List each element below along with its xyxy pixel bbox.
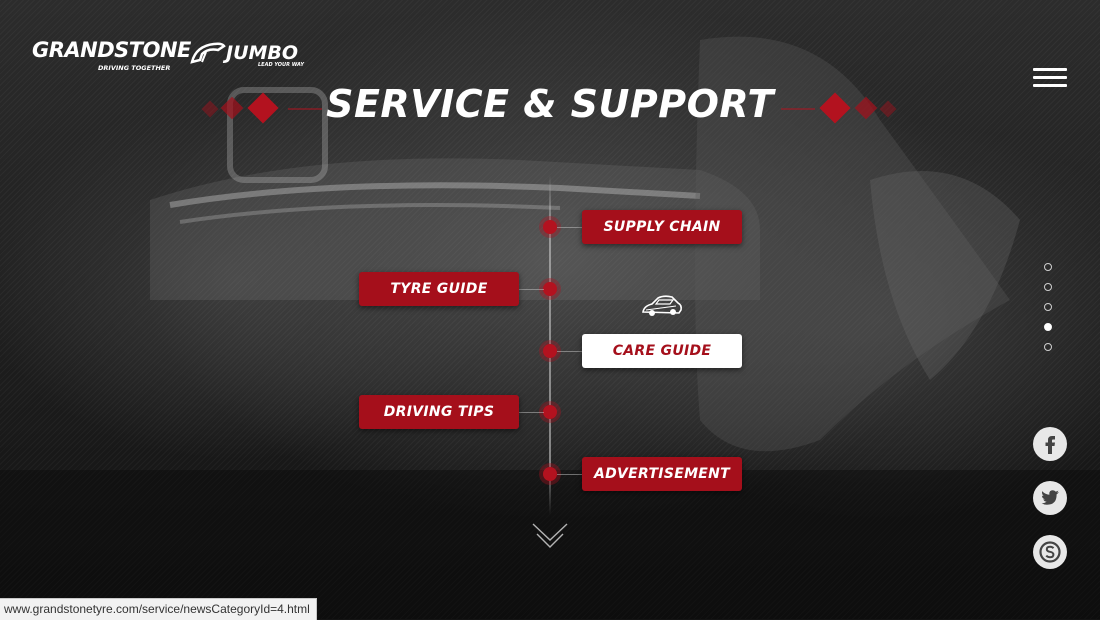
twitter-icon — [1041, 490, 1059, 505]
jumbo-logo[interactable]: JUMBO LEAD YOUR WAY — [190, 38, 315, 74]
page-dot[interactable] — [1044, 343, 1052, 351]
nav-care-guide-button[interactable]: CARE GUIDE — [582, 334, 742, 368]
grandstone-logo[interactable]: GRANDSTONE DRIVING TOGETHER — [32, 38, 191, 74]
timeline-node — [543, 405, 557, 419]
title-left-diamonds-icon — [201, 92, 322, 124]
page-dot[interactable] — [1044, 283, 1052, 291]
jumbo-tagline: LEAD YOUR WAY — [258, 62, 304, 68]
nav-tyre-guide-button[interactable]: TYRE GUIDE — [359, 272, 519, 306]
hamburger-line — [1033, 76, 1067, 79]
nav-advertisement-button[interactable]: ADVERTISEMENT — [582, 457, 742, 491]
facebook-button[interactable] — [1033, 427, 1067, 461]
nav-driving-tips-button[interactable]: DRIVING TIPS — [359, 395, 519, 429]
grandstone-logo-text: GRANDSTONE — [32, 38, 191, 62]
skype-icon — [1039, 541, 1061, 563]
grandstone-tagline: DRIVING TOGETHER — [98, 64, 171, 72]
car-icon — [642, 295, 682, 316]
status-bar-url: www.grandstonetyre.com/service/newsCateg… — [0, 598, 317, 620]
jumbo-logo-text: JUMBO — [226, 42, 299, 64]
timeline-connector — [557, 474, 582, 475]
hamburger-icon[interactable] — [1033, 68, 1067, 90]
hamburger-line — [1033, 68, 1067, 71]
timeline-connector — [519, 412, 544, 413]
page-dot[interactable] — [1044, 263, 1052, 271]
timeline-node — [543, 344, 557, 358]
facebook-icon — [1045, 436, 1055, 454]
timeline-node — [543, 220, 557, 234]
skype-button[interactable] — [1033, 535, 1067, 569]
section-title: SERVICE & SUPPORT — [326, 82, 774, 126]
nav-supply-chain-button[interactable]: SUPPLY CHAIN — [582, 210, 742, 244]
page-dot-active[interactable] — [1044, 323, 1052, 331]
timeline-connector — [557, 351, 582, 352]
timeline-connector — [519, 289, 544, 290]
hamburger-line — [1033, 84, 1067, 87]
timeline-connector — [557, 227, 582, 228]
timeline-node — [543, 282, 557, 296]
title-right-diamonds-icon — [781, 92, 897, 124]
chevron-down-icon[interactable] — [531, 520, 569, 552]
page-dot[interactable] — [1044, 303, 1052, 311]
twitter-button[interactable] — [1033, 481, 1067, 515]
timeline-node — [543, 467, 557, 481]
page-dots — [1043, 263, 1055, 363]
jumbo-mark-icon — [190, 42, 226, 64]
